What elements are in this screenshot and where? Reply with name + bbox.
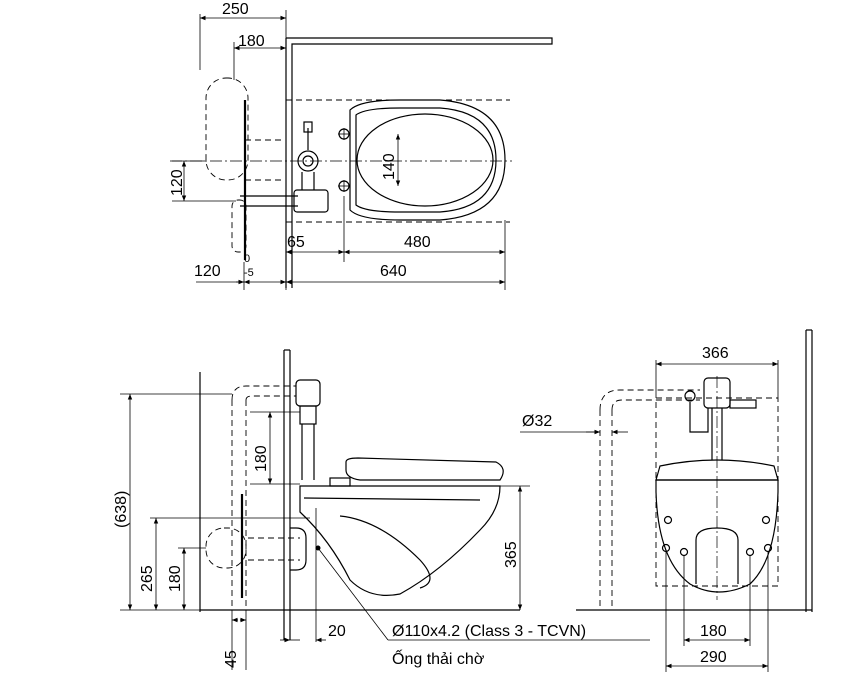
dim-180-side-low: 180 xyxy=(167,565,184,592)
side-view: Ø110x4.2 (Class 3 - TCVN) Ống thải chờ (… xyxy=(113,349,650,670)
dim-diameter-32: Ø32 xyxy=(522,413,552,430)
dim-290: 290 xyxy=(700,649,727,666)
valve-circle xyxy=(297,150,319,172)
dim-140: 140 xyxy=(381,153,398,180)
dim-45: 45 xyxy=(223,650,240,668)
pipe-label: Ø110x4.2 (Class 3 - TCVN) xyxy=(392,623,586,640)
bowl-side xyxy=(299,485,501,596)
bowl-front xyxy=(655,479,779,593)
seat-side xyxy=(345,457,504,481)
dim-265: 265 xyxy=(139,565,156,592)
dim-0: 0 xyxy=(244,253,250,265)
dim-180-front: 180 xyxy=(700,623,727,640)
top-view: 250 180 140 120 65 480 120 0 -5 640 xyxy=(169,1,553,290)
dim-180-side-top: 180 xyxy=(253,445,270,472)
flush-valve xyxy=(295,379,321,407)
dim-638: (638) xyxy=(113,491,130,528)
dim-365: 365 xyxy=(503,541,520,568)
dim-180-top: 180 xyxy=(238,33,265,50)
dim-480: 480 xyxy=(404,234,431,251)
pipe-caption: Ống thải chờ xyxy=(392,648,485,668)
dim-640: 640 xyxy=(380,263,407,280)
dim-120-bottom: 120 xyxy=(194,263,221,280)
dim-minus-5: -5 xyxy=(244,267,254,279)
dim-120-vert: 120 xyxy=(169,169,186,196)
front-view: 366 Ø32 180 290 xyxy=(520,329,813,672)
dim-250: 250 xyxy=(222,1,249,18)
bowl-outline xyxy=(349,99,506,221)
dim-366: 366 xyxy=(702,345,729,362)
dim-20: 20 xyxy=(328,623,346,640)
dim-65: 65 xyxy=(287,234,305,251)
top-wall xyxy=(286,37,553,288)
